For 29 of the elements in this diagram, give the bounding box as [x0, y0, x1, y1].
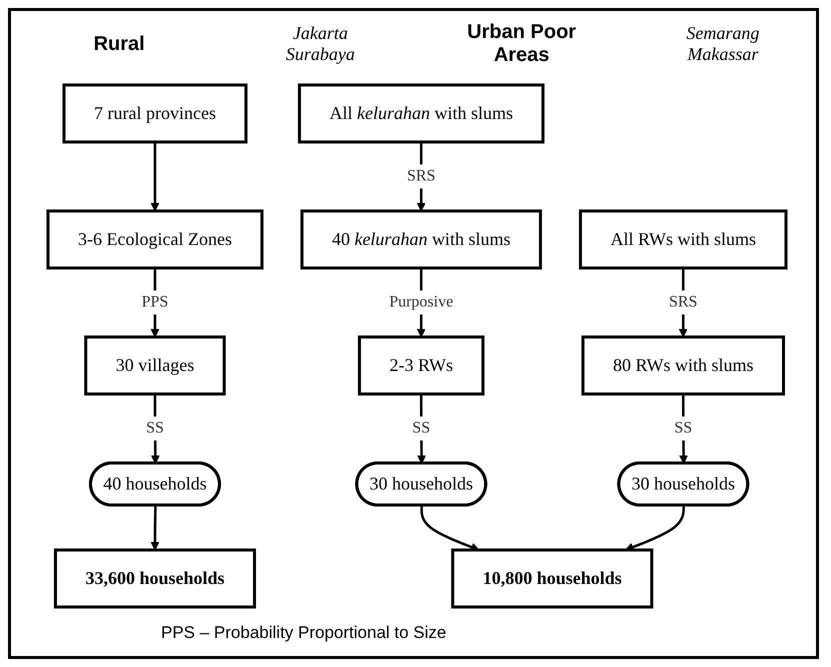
- edge-label: Purposive: [388, 293, 453, 310]
- edge-label: SS: [674, 419, 692, 436]
- node-box: 3-6 Ecological Zones: [46, 209, 263, 269]
- node-box: 30 villages: [84, 335, 226, 395]
- abbreviation-note: PPS – Probability Proportional to Size: [161, 623, 446, 643]
- node-box: 80 RWs with slums: [580, 335, 784, 395]
- edge-label: SS: [146, 419, 164, 436]
- arrow: [624, 504, 684, 551]
- node-box: All kelurahan with slums: [297, 83, 544, 143]
- node-box: All RWs with slums: [578, 209, 787, 269]
- column-heading: Urban Poor Areas: [466, 21, 578, 67]
- node-box: 7 rural provinces: [62, 83, 247, 143]
- edge-label: PPS: [141, 293, 168, 310]
- arrow: [150, 142, 159, 211]
- node-box: 10,800 households: [450, 548, 653, 608]
- edge-label: SRS: [668, 293, 697, 310]
- arrow: [150, 394, 160, 464]
- city-names: Jakarta Surabaya: [284, 23, 356, 65]
- arrow: [420, 504, 479, 551]
- arrow: [678, 394, 688, 464]
- edge-label: SRS: [406, 167, 435, 184]
- column-heading: Rural: [92, 32, 146, 56]
- node-box: 2-3 RWs: [357, 335, 484, 395]
- arrow: [150, 504, 159, 550]
- node-box: 33,600 households: [53, 548, 256, 608]
- edge-label: SS: [412, 419, 430, 436]
- arrow: [416, 394, 426, 464]
- city-names: Semarang Makassar: [685, 23, 760, 65]
- node-box: 40 kelurahan with slums: [300, 209, 542, 269]
